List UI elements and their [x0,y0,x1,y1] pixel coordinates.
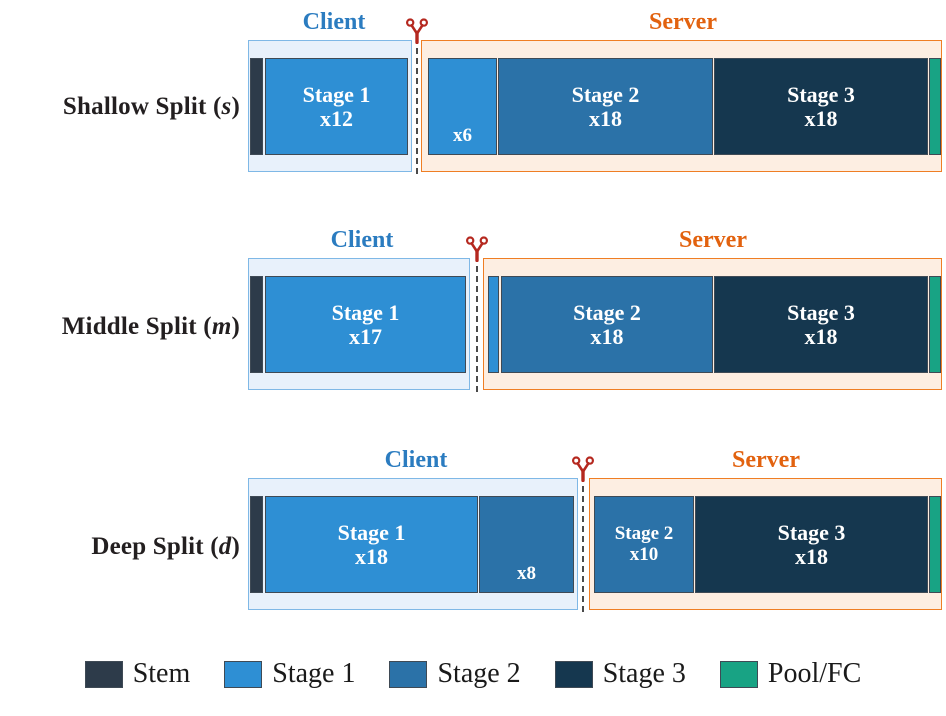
split-line-shallow [410,38,424,174]
party-title-client-middle: Client [330,227,394,253]
row-label-text: Middle Split ( [61,313,212,340]
server-block-label-stage2: Stage 2 [573,300,641,326]
party-title-server-deep: Server [732,447,800,473]
row-label-shallow: Shallow Split (s) [0,93,250,121]
server-block-count-stage3: x18 [804,105,838,131]
legend-swatch-stage2 [389,660,428,688]
row-label-tail: ) [231,93,240,120]
server-block-count-stage3: x18 [804,323,838,349]
server-block-label-stage3: Stage 3 [787,300,855,326]
client-block-label-stage1: Stage 1 [337,520,406,546]
server-block-stage1-remainder-shallow: x6 [428,58,497,155]
server-block-count-stage1-remainder: x6 [453,124,472,146]
server-block-label-stage3: Stage 3 [787,82,855,108]
client-block-stem-deep [250,496,263,593]
legend-item-stage2: Stage 2 [389,658,554,690]
legend-swatch-stage1 [224,660,263,688]
row-label-tail: ) [231,533,240,560]
split-line-middle [470,256,484,392]
legend-swatch-stage3 [554,660,593,688]
party-title-server-middle: Server [679,227,747,253]
server-block-count-stage2: x18 [590,323,624,349]
split-line-deep [576,476,590,612]
client-block-stage2-partial-deep: x8 [479,496,574,593]
row-label-tail: ) [231,313,240,340]
server-block-count-stage3: x18 [795,543,828,569]
row-label-symbol: d [218,533,232,560]
scissors-icon-middle [465,236,489,267]
row-label-deep: Deep Split (d) [0,533,250,561]
legend-label-pool_fc: Pool/FC [767,658,862,689]
legend-item-stem: Stem [84,658,225,690]
legend-label-stage2: Stage 2 [437,658,521,689]
legend-item-stage3: Stage 3 [554,658,720,690]
split-dashed-line [476,256,478,392]
legend-label-stage3: Stage 3 [602,658,686,689]
party-title-client-deep: Client [384,447,448,473]
server-block-pool-fc-shallow [929,58,941,155]
client-block-label-stage1: Stage 1 [331,300,400,326]
split-dashed-line [582,476,584,612]
scissors-icon-shallow [405,18,429,49]
client-block-stem-shallow [250,58,263,155]
legend: Stem Stage 1 Stage 2 Stage 3 Pool/FC [0,658,946,690]
legend-item-pool_fc: Pool/FC [719,658,862,690]
row-label-symbol: s [221,93,232,120]
legend-item-stage1: Stage 1 [224,658,389,690]
server-block-pool-fc-middle [929,276,941,373]
row-label-text: Deep Split ( [91,533,219,560]
server-block-pool-fc-deep [929,496,941,593]
client-block-count-stage1: x12 [320,105,353,131]
split-dashed-line [416,38,418,174]
server-block-count-stage2: x18 [589,105,622,131]
client-block-count-stage1: x18 [355,543,388,569]
client-block-count-stage1: x17 [349,323,382,349]
server-block-label-stage3: Stage 3 [777,520,846,546]
server-block-stage1-remainder-middle [488,276,499,373]
legend-swatch-pool_fc [719,660,758,688]
party-title-server-shallow: Server [649,9,717,35]
party-title-client-shallow: Client [302,9,366,35]
client-block-stem-middle [250,276,263,373]
client-block-label-stage1: Stage 1 [302,82,371,108]
legend-label-stem: Stem [132,658,191,689]
row-label-symbol: m [211,313,232,340]
server-block-count-stage2: x10 [629,543,659,565]
scissors-icon-deep [571,456,595,487]
client-block-count-stage2-partial: x8 [517,562,536,584]
server-block-label-stage2: Stage 2 [614,523,674,545]
server-block-label-stage2: Stage 2 [571,82,640,108]
row-label-middle: Middle Split (m) [0,313,250,341]
legend-label-stage1: Stage 1 [272,658,356,689]
legend-swatch-stem [84,660,123,688]
row-label-text: Shallow Split ( [62,93,222,120]
